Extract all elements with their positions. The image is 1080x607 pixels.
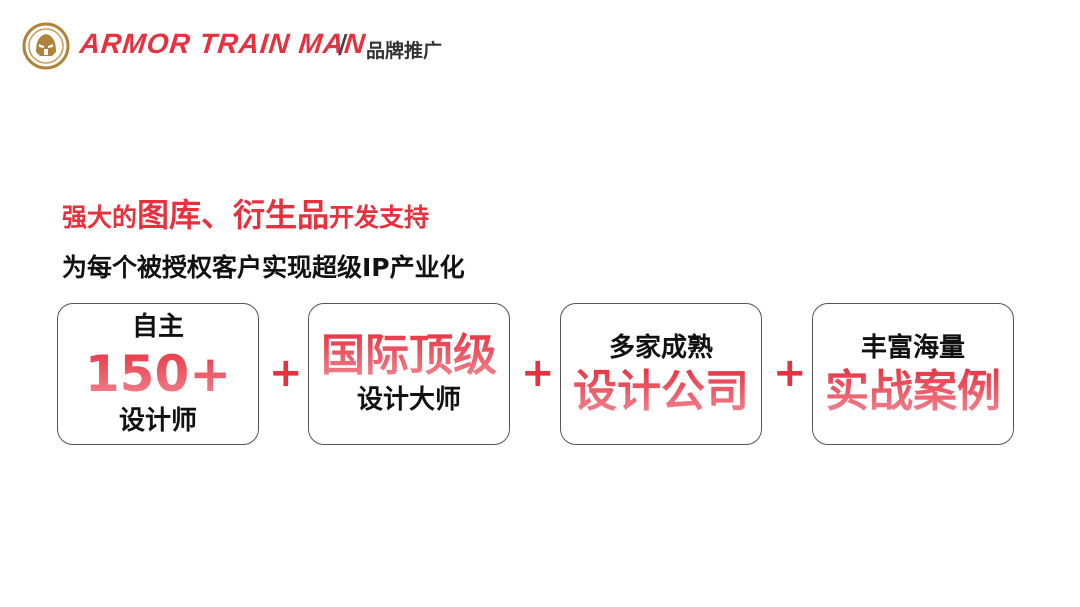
card-highlight-text: 150+	[84, 345, 232, 403]
card-bottom-text: 设计师	[118, 406, 197, 436]
page-headline: 强大的图库、衍生品开发支持	[62, 190, 429, 236]
card-highlight-text: 设计公司	[573, 366, 749, 417]
card-top-text: 多家成熟	[608, 333, 713, 363]
headline-part-3: 开发支持	[329, 203, 430, 232]
headline-part-1: 强大的	[62, 203, 138, 232]
plus-sign: +	[521, 350, 555, 396]
card-bottom-text: 设计大师	[356, 385, 461, 415]
feature-card-designers: 自主 150+ 设计师	[57, 303, 259, 445]
card-top-text: 丰富海量	[860, 333, 965, 363]
card-highlight-text: 实战案例	[825, 366, 1001, 417]
card-highlight-text: 国际顶级	[321, 330, 497, 381]
page-subheadline: 为每个被授权客户实现超级IP产业化	[62, 253, 465, 282]
plus-sign: +	[773, 350, 807, 396]
feature-card-masters: 国际顶级 设计大师	[308, 303, 510, 445]
section-title: 品牌推广	[366, 40, 443, 62]
armor-helmet-logo-icon	[22, 22, 70, 70]
feature-card-companies: 多家成熟 设计公司	[560, 303, 762, 445]
feature-card-cases: 丰富海量 实战案例	[812, 303, 1014, 445]
card-top-text: 自主	[131, 312, 184, 342]
page-header: ARMOR TRAIN MAN / 品牌推广	[22, 22, 622, 72]
breadcrumb-separator: /	[338, 30, 348, 60]
headline-part-2: 图库、衍生品	[137, 196, 330, 234]
plus-sign: +	[269, 350, 303, 396]
brand-name: ARMOR TRAIN MAN	[78, 28, 368, 59]
